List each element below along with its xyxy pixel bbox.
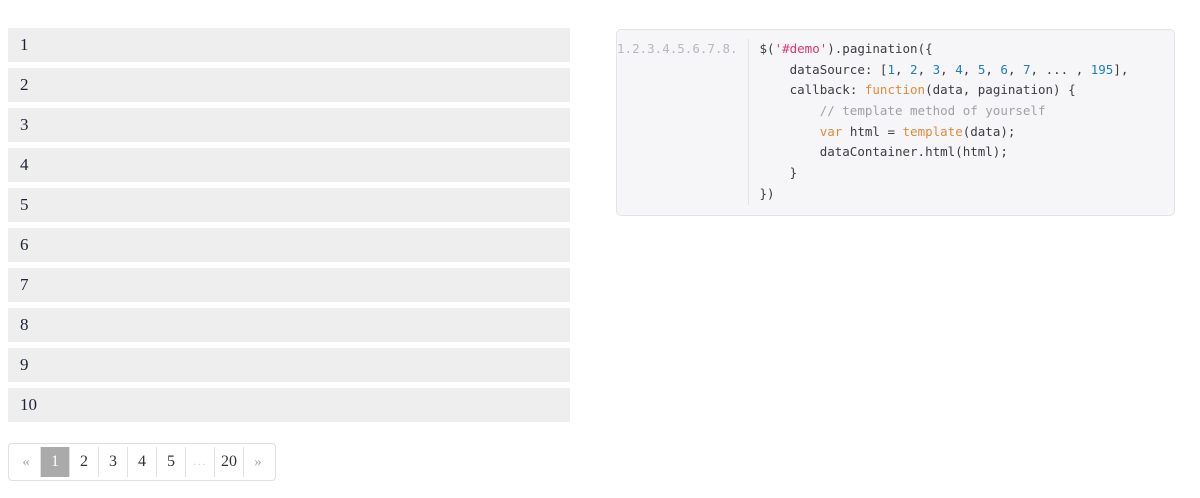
- code-line-numbers: 1.2.3.4.5.6.7.8.: [617, 39, 749, 205]
- code-sample-block: 1.2.3.4.5.6.7.8. $('#demo').pagination({…: [616, 29, 1175, 216]
- code-line-number: 3.: [647, 41, 663, 56]
- code-token-key: function: [864, 82, 926, 98]
- demo-list: 1 2 3 4 5 6 7 8 9 10: [8, 28, 570, 422]
- pagination-page-2[interactable]: 2: [70, 447, 99, 477]
- list-item: 1: [8, 28, 570, 62]
- code-token-plain: dataContainer.html(html);: [759, 144, 1008, 160]
- code-source: $('#demo').pagination({ dataSource: [1, …: [748, 39, 1174, 205]
- code-table: 1.2.3.4.5.6.7.8. $('#demo').pagination({…: [617, 39, 1174, 205]
- pagination-prev-label[interactable]: «: [12, 447, 40, 477]
- pagination-page-1-label[interactable]: 1: [41, 447, 69, 477]
- list-item: 6: [8, 228, 570, 262]
- code-line: dataSource: [1, 2, 3, 4, 5, 6, 7, ... , …: [760, 60, 1175, 81]
- code-token-num: 7: [1023, 61, 1031, 77]
- code-token-plain: html =: [842, 123, 903, 139]
- pagination-page-5[interactable]: 5: [157, 447, 186, 477]
- list-item: 7: [8, 268, 570, 302]
- list-item: 10: [8, 388, 570, 422]
- pagination-page-3[interactable]: 3: [99, 447, 128, 477]
- pagination-page-4-label[interactable]: 4: [128, 447, 156, 477]
- code-token-num: 3: [932, 61, 941, 77]
- code-token-plain: (data, pagination) {: [925, 82, 1076, 98]
- code-line-number: 8.: [722, 41, 738, 56]
- pagination-page-2-label[interactable]: 2: [70, 447, 98, 477]
- code-token-fn: template: [902, 123, 963, 139]
- list-item: 9: [8, 348, 570, 382]
- code-line: $('#demo').pagination({: [760, 39, 1175, 60]
- pagination-ellipsis: ...: [186, 447, 215, 477]
- code-token-plain: (data);: [962, 123, 1016, 139]
- code-token-plain: ,: [985, 61, 1001, 77]
- code-line-number: 1.: [617, 41, 633, 56]
- code-line: // template method of yourself: [760, 101, 1175, 122]
- code-token-plain: ],: [1113, 61, 1129, 77]
- code-token-num: 6: [1000, 61, 1008, 77]
- code-token-num: 4: [955, 61, 963, 77]
- code-token-num: 2: [910, 61, 918, 77]
- code-token-key: var: [819, 123, 843, 139]
- pagination-next-label[interactable]: »: [244, 447, 272, 477]
- pagination-page-4[interactable]: 4: [128, 447, 157, 477]
- pagination-page-20-label[interactable]: 20: [215, 447, 243, 477]
- code-line-number: 7.: [707, 41, 723, 56]
- pagination-next[interactable]: »: [244, 447, 272, 477]
- list-item: 8: [8, 308, 570, 342]
- code-line: }: [760, 163, 1175, 184]
- code-token-plain: ...: [1045, 61, 1069, 77]
- code-token-num: 5: [977, 61, 986, 77]
- pagination-page-3-label[interactable]: 3: [99, 447, 127, 477]
- code-token-plain: $(: [759, 41, 775, 56]
- code-line-number: 4.: [662, 41, 678, 56]
- pagination-page-20[interactable]: 20: [215, 447, 244, 477]
- list-item: 4: [8, 148, 570, 182]
- demo-data-container: 1 2 3 4 5 6 7 8 9 10: [8, 28, 570, 428]
- pagination-page-5-label[interactable]: 5: [157, 447, 185, 477]
- code-token-com: // template method of yourself: [759, 103, 1046, 119]
- code-token-plain: .pagination({: [834, 41, 933, 56]
- code-token-plain: : [: [864, 61, 888, 77]
- code-token-plain: ,: [1007, 61, 1023, 77]
- code-token-plain: :: [849, 82, 865, 98]
- code-token-plain: [760, 124, 820, 139]
- code-line: dataContainer.html(html);: [760, 142, 1175, 163]
- pagination-prev[interactable]: «: [12, 447, 41, 477]
- code-line-number: 5.: [677, 41, 693, 56]
- code-token-plain: ,: [1068, 61, 1091, 77]
- code-line-number: 2.: [632, 41, 648, 56]
- code-token-str: '#demo': [774, 41, 828, 56]
- code-line: var html = template(data);: [760, 122, 1175, 143]
- code-token-plain: callback: [759, 82, 850, 98]
- code-token-plain: }: [759, 165, 798, 181]
- code-token-plain: ,: [917, 61, 933, 77]
- code-line-number: 6.: [692, 41, 708, 56]
- list-item: 5: [8, 188, 570, 222]
- code-token-num: 1: [887, 61, 895, 77]
- list-item: 3: [8, 108, 570, 142]
- code-token-plain: dataSource: [759, 61, 865, 77]
- code-token-plain: ,: [1030, 61, 1046, 77]
- code-token-plain: ,: [962, 61, 978, 77]
- code-token-plain: ,: [894, 61, 911, 77]
- code-token-plain: ): [827, 41, 835, 56]
- code-token-num: 195: [1090, 61, 1114, 77]
- code-token-plain: ,: [940, 61, 956, 77]
- pagination-ellipsis-label: ...: [186, 447, 214, 477]
- code-line: callback: function(data, pagination) {: [760, 80, 1175, 101]
- code-line: }): [760, 184, 1175, 205]
- list-item: 2: [8, 68, 570, 102]
- code-token-plain: }): [759, 185, 775, 201]
- pagination-page-1[interactable]: 1: [41, 447, 70, 477]
